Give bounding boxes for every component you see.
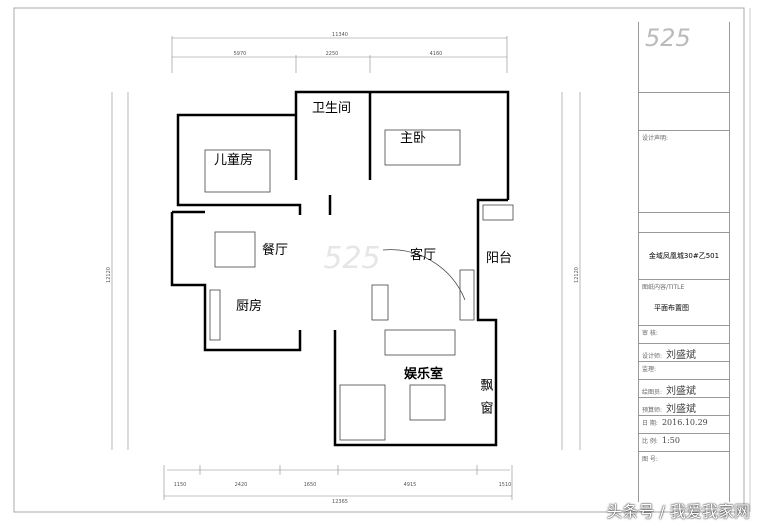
dim-bottom: 1150 xyxy=(174,482,187,488)
room-dining: 餐厅 xyxy=(262,242,288,258)
watermark-logo: 525 xyxy=(323,241,380,276)
notice-cell: 设计声明: xyxy=(639,130,729,212)
row-supervisor: 监理: xyxy=(639,361,729,379)
company-logo: 525 xyxy=(645,24,691,52)
room-kitchen: 厨房 xyxy=(236,298,262,314)
dim-bottom: 1650 xyxy=(304,482,317,488)
room-master-bedroom: 主卧 xyxy=(400,131,426,146)
info-rows: 审 核: 设计师:刘盛斌 监理: 绘图员:刘盛斌 预算师:刘盛斌 日 期:201… xyxy=(639,325,729,469)
dim-bottom: 1510 xyxy=(499,482,512,488)
dim-top-total: 11340 xyxy=(332,32,348,38)
address-cell xyxy=(639,92,729,130)
walls xyxy=(170,90,510,447)
title-block: 525 设计声明: 金域凤凰城30#乙501 图纸内容/TITLE 平面布置图 审… xyxy=(638,22,730,502)
dim-bottom-total: 12365 xyxy=(332,499,348,505)
room-balcony: 阳台 xyxy=(486,251,512,266)
room-living: 客厅 xyxy=(410,247,436,263)
dim-top: 5970 xyxy=(234,51,247,57)
row-scale: 比 例:1:50 xyxy=(639,433,729,451)
content-label: 图纸内容/TITLE xyxy=(642,284,685,291)
row-date: 日 期:2016.10.29 xyxy=(639,415,729,433)
room-entertainment: 娱乐室 xyxy=(404,366,443,382)
project-name: 金域凤凰城30#乙501 xyxy=(639,232,729,279)
dim-bottom: 2420 xyxy=(235,482,248,488)
furniture xyxy=(204,129,514,441)
footer-watermark: 头条号 / 我爱我家网 xyxy=(606,502,750,521)
row-designer: 设计师:刘盛斌 xyxy=(639,343,729,361)
room-bathroom: 卫生间 xyxy=(312,101,351,116)
drawing-content: 图纸内容/TITLE 平面布置图 xyxy=(639,279,729,325)
dimension-lines xyxy=(111,36,581,500)
room-bay-window: 飘窗 xyxy=(478,378,494,424)
logo-area: 525 xyxy=(639,22,729,92)
notice-title: 设计声明: xyxy=(642,135,669,142)
dim-left-total: 12120 xyxy=(106,267,112,283)
room-kids: 儿童房 xyxy=(214,152,253,168)
row-reviewer: 审 核: xyxy=(639,325,729,343)
content-value: 平面布置图 xyxy=(654,304,689,312)
row-estimator: 预算师:刘盛斌 xyxy=(639,397,729,415)
dim-top: 4160 xyxy=(430,51,443,57)
dim-bottom: 4915 xyxy=(404,482,417,488)
row-drafter: 绘图员:刘盛斌 xyxy=(639,379,729,397)
dim-right-total: 12120 xyxy=(574,267,580,283)
row-drawing-no: 图 号: xyxy=(639,451,729,469)
sheet-border xyxy=(13,7,745,513)
dim-top: 2250 xyxy=(326,51,339,57)
